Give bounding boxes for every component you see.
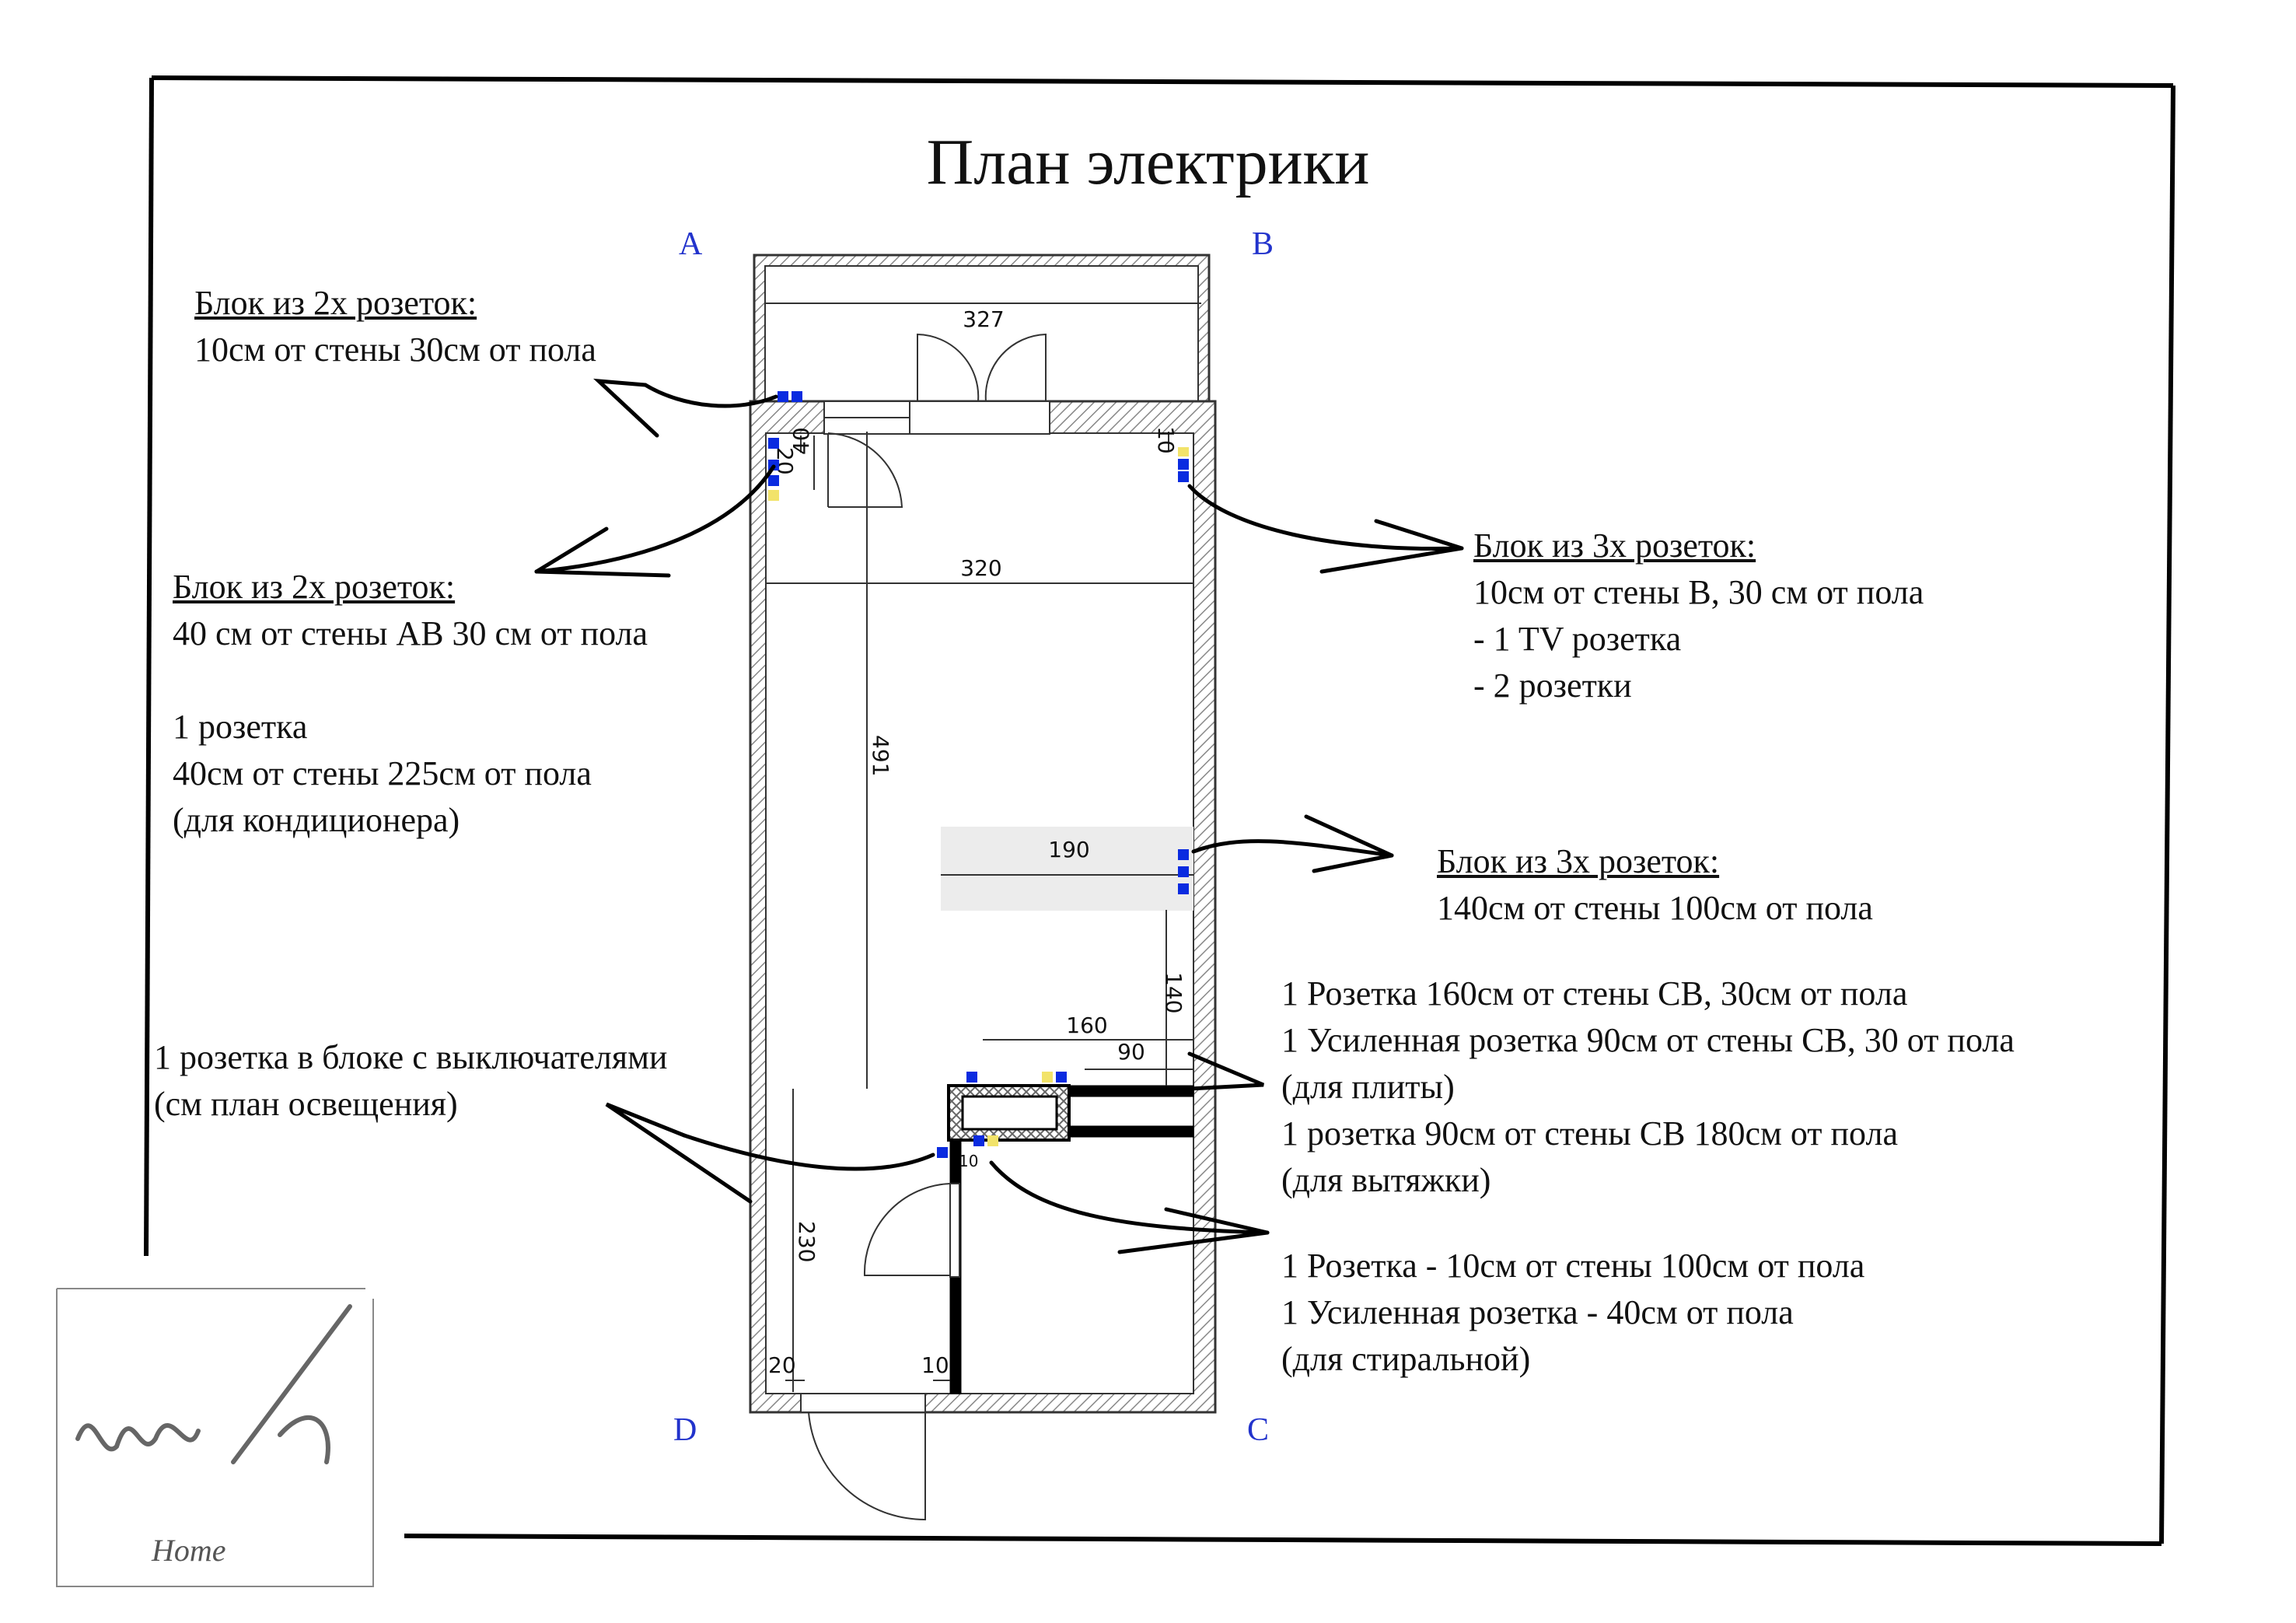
note-heading: Блок из 2х розеток: xyxy=(173,568,456,606)
dim-partition: 190 xyxy=(1048,837,1089,862)
corner-label-b: B xyxy=(1252,226,1274,262)
corner-label-d: D xyxy=(673,1412,697,1448)
socket-icon xyxy=(1178,849,1189,860)
note-line: - 1 TV розетка xyxy=(1473,620,1682,658)
dimension-labels: 327 320 20 40 10 491 190 140 160 90 230 … xyxy=(768,306,1186,1378)
note-right-mid: Блок из 3х розеток: 140см от стены 100см… xyxy=(1437,838,1873,932)
socket-icon xyxy=(768,475,779,486)
note-line: (для кондиционера) xyxy=(173,801,460,839)
note-line: 1 Усиленная розетка 90см от стены СВ, 30… xyxy=(1281,1021,2015,1059)
socket-icon xyxy=(778,391,788,402)
dim-bottom-20: 20 xyxy=(768,1352,796,1378)
note-right-top: Блок из 3х розеток: 10см от стены В, 30 … xyxy=(1473,523,1924,709)
note-heading: Блок из 2х розеток: xyxy=(194,284,477,322)
socket-icon xyxy=(1178,447,1189,456)
note-line: 1 Усиленная розетка - 40см от пола xyxy=(1281,1293,1794,1331)
kitchen-zone xyxy=(941,827,1193,911)
inner-door-top xyxy=(827,432,903,508)
balcony-door xyxy=(823,333,1050,435)
logo-monogram xyxy=(75,1304,352,1464)
note-line: 10см от стены 30см от пола xyxy=(194,331,596,369)
dim-bottom-10: 10 xyxy=(921,1352,949,1378)
dim-length: 491 xyxy=(868,735,893,776)
socket-icon xyxy=(1056,1072,1067,1083)
socket-icon xyxy=(1042,1072,1053,1083)
logo-frame xyxy=(56,1288,374,1587)
socket-icon xyxy=(937,1147,948,1158)
sheet-frame xyxy=(144,75,2175,1546)
note-heading: Блок из 3х розеток: xyxy=(1473,526,1756,565)
page-title: План электрики xyxy=(926,126,1370,198)
note-line: 1 розетка xyxy=(173,708,308,746)
note-bath: 1 Розетка - 10см от стены 100см от пола … xyxy=(1281,1243,1864,1383)
dim-from-partition: 140 xyxy=(1161,972,1186,1013)
note-line: 140см от стены 100см от пола xyxy=(1437,889,1873,927)
corner-label-a: A xyxy=(679,226,703,262)
note-line: 1 розетка в блоке с выключателями xyxy=(154,1038,668,1076)
sockets xyxy=(768,391,1189,1158)
socket-icon xyxy=(987,1135,998,1146)
dim-left-40: 40 xyxy=(788,427,814,455)
note-top-left: Блок из 2х розеток: 10см от стены 30см о… xyxy=(194,280,596,373)
note-line: 40 см от стены АВ 30 см от пола xyxy=(173,614,648,652)
dim-small-10: 10 xyxy=(959,1152,978,1170)
socket-icon xyxy=(1178,866,1189,877)
bathroom-door xyxy=(863,1183,960,1278)
note-line: 1 Розетка - 10см от стены 100см от пола xyxy=(1281,1247,1865,1285)
note-heading: Блок из 3х розеток: xyxy=(1437,842,1720,880)
note-line: 1 Розетка 160см от стены СВ, 30см от пол… xyxy=(1281,974,1908,1013)
dim-kitchen-160: 160 xyxy=(1066,1013,1107,1038)
corner-label-c: C xyxy=(1247,1412,1270,1448)
dim-right-10: 10 xyxy=(1153,426,1179,454)
dim-inner-width: 320 xyxy=(960,555,1001,581)
note-line: 1 розетка 90см от стены СВ 180см от пола xyxy=(1281,1114,1898,1153)
dim-bath-230: 230 xyxy=(794,1221,820,1262)
dimension-lines xyxy=(766,303,1201,1392)
entrance-door xyxy=(800,1393,926,1521)
note-line xyxy=(173,657,648,704)
socket-icon xyxy=(768,438,779,449)
socket-icon xyxy=(768,490,779,501)
callout-arrows xyxy=(534,378,1464,1254)
socket-icon xyxy=(1178,471,1189,482)
note-line: (см план освещения) xyxy=(154,1085,458,1123)
note-line: 10см от стены В, 30 см от пола xyxy=(1473,573,1924,611)
room-walls xyxy=(749,400,1217,1414)
note-line: - 2 розетки xyxy=(1473,666,1632,705)
note-line: (для вытяжки) xyxy=(1281,1161,1491,1199)
dim-top-width: 327 xyxy=(963,306,1004,332)
note-switch-block: 1 розетка в блоке с выключателями (см пл… xyxy=(154,1034,667,1128)
note-left-mid: Блок из 2х розеток: 40 см от стены АВ 30… xyxy=(173,564,648,844)
socket-icon xyxy=(1178,883,1189,894)
note-line: (для стиральной) xyxy=(1281,1340,1531,1378)
socket-icon xyxy=(1178,459,1189,470)
note-line: 40см от стены 225см от пола xyxy=(173,754,592,792)
socket-icon xyxy=(792,391,802,402)
note-line: (для плиты) xyxy=(1281,1068,1455,1106)
socket-icon xyxy=(973,1135,984,1146)
note-kitchen: 1 Розетка 160см от стены СВ, 30см от пол… xyxy=(1281,971,2015,1204)
logo-subtitle: Home xyxy=(152,1533,226,1568)
socket-icon xyxy=(966,1072,977,1083)
dim-kitchen-90: 90 xyxy=(1117,1039,1145,1065)
